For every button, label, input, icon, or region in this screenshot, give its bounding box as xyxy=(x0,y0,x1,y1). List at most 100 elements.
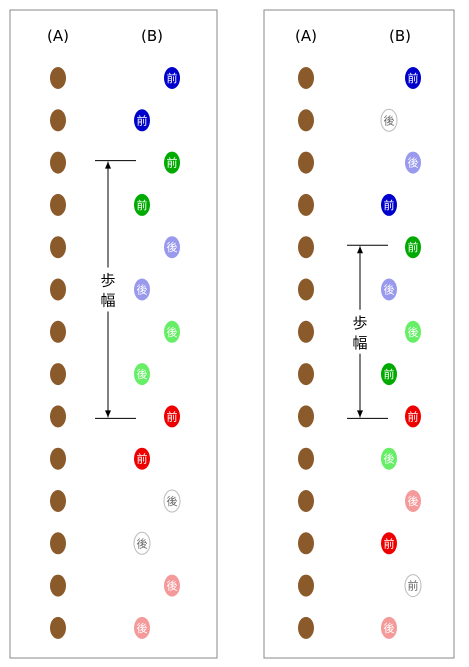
foot-marker xyxy=(381,447,397,470)
foot-marker-label: 前 xyxy=(384,198,395,212)
foot-marker-label: 後 xyxy=(167,579,178,593)
foot-marker-label: 後 xyxy=(408,325,419,339)
ground-dot xyxy=(50,236,66,259)
stride-label-bottom: 幅 xyxy=(100,292,115,310)
foot-marker xyxy=(134,447,150,470)
foot-marker xyxy=(405,405,421,428)
foot-marker xyxy=(381,363,397,386)
stride-label-bottom: 幅 xyxy=(352,334,367,352)
ground-dot xyxy=(50,490,66,512)
foot-marker-label: 後 xyxy=(408,494,419,508)
ground-dot xyxy=(50,67,66,89)
foot-marker xyxy=(164,151,180,174)
foot-marker xyxy=(164,405,180,428)
ground-dot xyxy=(50,574,66,597)
foot-marker-label: 前 xyxy=(137,452,148,466)
foot-marker xyxy=(404,574,422,598)
ground-dot xyxy=(298,109,314,132)
foot-marker-label: 後 xyxy=(167,240,178,254)
foot-marker xyxy=(405,490,421,512)
column-a-label: (A) xyxy=(295,27,317,45)
ground-dot xyxy=(50,447,66,470)
foot-marker-label: 前 xyxy=(384,536,395,550)
foot-marker-label: 前 xyxy=(137,198,148,212)
foot-marker xyxy=(134,278,150,301)
foot-marker xyxy=(134,193,150,216)
ground-dot xyxy=(50,616,66,639)
foot-marker-label: 後 xyxy=(384,452,395,466)
column-b-label: (B) xyxy=(389,27,411,45)
foot-marker-label: 前 xyxy=(167,156,178,170)
ground-dot xyxy=(298,151,314,174)
foot-marker xyxy=(164,67,180,89)
foot-marker xyxy=(380,108,398,132)
foot-marker xyxy=(381,193,397,216)
ground-dot xyxy=(50,278,66,301)
ground-dot xyxy=(50,405,66,428)
column-b-label: (B) xyxy=(141,27,163,45)
panel-border xyxy=(263,9,455,659)
foot-marker-label: 後 xyxy=(167,494,178,508)
ground-dot xyxy=(50,193,66,216)
ground-dot xyxy=(298,405,314,428)
foot-marker xyxy=(164,320,180,343)
foot-marker xyxy=(381,278,397,301)
stride-indicator: 歩幅 xyxy=(95,160,136,419)
ground-dot xyxy=(298,67,314,89)
foot-marker xyxy=(163,489,181,513)
foot-marker xyxy=(381,616,397,639)
ground-dot xyxy=(298,278,314,301)
foot-marker-label: 後 xyxy=(384,621,395,635)
ground-dot xyxy=(50,363,66,386)
foot-marker xyxy=(405,320,421,343)
foot-marker xyxy=(134,109,150,132)
foot-marker-label: 後 xyxy=(137,283,148,297)
ground-dot xyxy=(298,490,314,512)
foot-marker-label: 前 xyxy=(408,71,419,85)
foot-marker xyxy=(133,531,151,555)
ground-dot xyxy=(298,532,314,555)
arrow-up-icon xyxy=(105,161,111,169)
foot-marker-label: 前 xyxy=(137,113,148,127)
ground-dot xyxy=(50,151,66,174)
foot-marker xyxy=(405,67,421,89)
foot-marker xyxy=(134,363,150,386)
foot-marker-label: 後 xyxy=(167,325,178,339)
stride-indicator: 歩幅 xyxy=(347,244,388,419)
ground-dot xyxy=(298,363,314,386)
foot-marker xyxy=(405,236,421,259)
foot-marker xyxy=(134,616,150,639)
stride-label-top: 歩 xyxy=(100,272,115,290)
foot-marker-label: 後 xyxy=(384,113,395,127)
foot-marker-label: 後 xyxy=(137,367,148,381)
ground-dot xyxy=(50,320,66,343)
foot-marker-label: 後 xyxy=(384,283,395,297)
ground-dot xyxy=(298,616,314,639)
arrow-down-icon xyxy=(105,410,111,418)
panel-border xyxy=(9,9,218,659)
foot-marker xyxy=(381,532,397,555)
foot-marker-label: 前 xyxy=(408,579,419,593)
foot-marker-label: 前 xyxy=(167,71,178,85)
foot-marker-label: 前 xyxy=(408,409,419,423)
arrow-down-icon xyxy=(357,410,363,418)
stride-label-top: 歩 xyxy=(352,314,367,332)
ground-dot xyxy=(298,447,314,470)
ground-dot xyxy=(298,320,314,343)
foot-marker xyxy=(164,236,180,259)
ground-dot xyxy=(50,109,66,132)
ground-dot xyxy=(298,193,314,216)
foot-marker-label: 前 xyxy=(408,240,419,254)
foot-marker xyxy=(405,151,421,174)
foot-marker-label: 前 xyxy=(167,409,178,423)
foot-marker-label: 前 xyxy=(384,367,395,381)
ground-dot xyxy=(50,532,66,555)
ground-dot xyxy=(298,236,314,259)
foot-marker-label: 後 xyxy=(137,621,148,635)
foot-marker xyxy=(164,574,180,597)
